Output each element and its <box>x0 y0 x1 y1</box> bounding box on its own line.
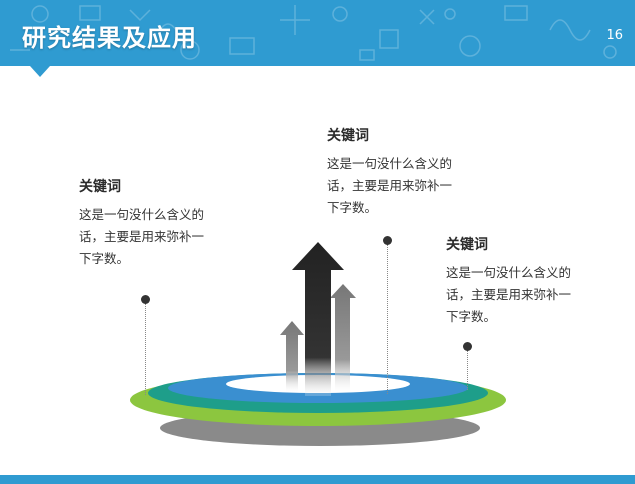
page-number: 16 <box>606 28 623 43</box>
marker-dot-middle <box>383 236 392 245</box>
keyword-description: 这是一句没什么含义的话，主要是用来弥补一下字数。 <box>79 207 205 266</box>
page-title: 研究结果及应用 <box>22 24 197 52</box>
arrow-small-left <box>280 321 304 392</box>
keyword-heading: 关键词 <box>446 237 488 253</box>
leader-line-middle <box>387 244 388 394</box>
leader-line-right <box>467 350 468 390</box>
keyword-block-middle: 关键词 这是一句没什么含义的话，主要是用来弥补一下字数。 <box>327 125 457 219</box>
doodle-pattern <box>10 5 617 61</box>
header-band: 研究结果及应用 16 <box>0 0 635 66</box>
keyword-description: 这是一句没什么含义的话，主要是用来弥补一下字数。 <box>446 265 572 324</box>
keyword-block-right: 关键词 这是一句没什么含义的话，主要是用来弥补一下字数。 <box>446 234 576 328</box>
leader-line-left <box>145 303 146 395</box>
marker-dot-right <box>463 342 472 351</box>
header-pointer <box>30 66 50 77</box>
marker-dot-left <box>141 295 150 304</box>
keyword-block-left: 关键词 这是一句没什么含义的话，主要是用来弥补一下字数。 <box>79 176 209 270</box>
arrow-large-center <box>292 242 344 396</box>
arrow-medium-right <box>330 284 356 392</box>
footer-band <box>0 475 635 484</box>
keyword-heading: 关键词 <box>79 179 121 195</box>
keyword-heading: 关键词 <box>327 128 369 144</box>
keyword-description: 这是一句没什么含义的话，主要是用来弥补一下字数。 <box>327 156 453 215</box>
